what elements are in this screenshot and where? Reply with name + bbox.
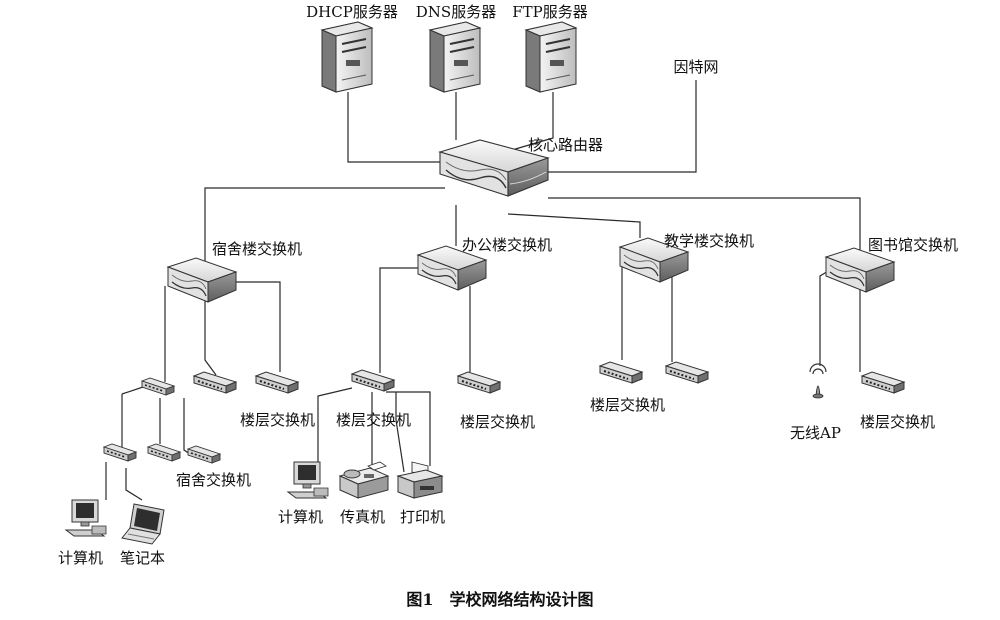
dorm-switch-2: [147, 443, 181, 462]
fax-machine: 传真机: [339, 461, 389, 526]
dorm-switch-1: [103, 443, 137, 462]
dorm-floor-switch-1: [193, 371, 237, 394]
laptop: 笔记本: [120, 503, 165, 567]
office-floor-switch-2: [457, 371, 501, 394]
dhcp-server-label: DHCP服务器: [306, 3, 398, 21]
office-floor-switch-label-1: 楼层交换机: [336, 411, 411, 429]
wireless-ap-label: 无线AP: [790, 424, 841, 442]
laptop-label: 笔记本: [120, 549, 165, 567]
wireless-ap: 无线AP: [790, 363, 841, 442]
dorm-switch-3: [187, 445, 221, 464]
core-router: 核心路由器: [439, 136, 603, 197]
dhcp-server: DHCP服务器: [306, 3, 398, 93]
office-building-switch-label: 办公楼交换机: [462, 236, 552, 254]
dorm-computer: 计算机: [58, 499, 107, 567]
teaching-building-switch: 教学楼交换机: [619, 232, 754, 283]
office-computer-label: 计算机: [278, 508, 323, 526]
teaching-floor-switch-1: [599, 361, 643, 384]
dorm-computer-label: 计算机: [58, 549, 103, 567]
dorm-building-switch: 宿舍楼交换机: [167, 240, 302, 303]
printer-label: 打印机: [400, 508, 445, 526]
office-floor-switch-label-2: 楼层交换机: [460, 413, 535, 431]
dorm-floor-switch-label: 楼层交换机: [240, 411, 315, 429]
library-switch-label: 图书馆交换机: [868, 236, 958, 254]
fax-machine-label: 传真机: [340, 508, 385, 526]
office-computer: 计算机: [278, 461, 329, 526]
dorm-building-switch-label: 宿舍楼交换机: [212, 240, 302, 258]
dorm-floor-switch-2: [255, 371, 299, 394]
dorm-switch-top: [141, 377, 175, 396]
figure-caption: 图1 学校网络结构设计图: [406, 590, 593, 609]
ftp-server-label: FTP服务器: [512, 3, 588, 21]
ftp-server: FTP服务器: [512, 3, 588, 93]
office-floor-switch-1: [351, 369, 395, 392]
dns-server-label: DNS服务器: [416, 3, 496, 21]
dorm-switch-label: 宿舍交换机: [176, 471, 251, 489]
library-floor-switch: [861, 371, 905, 394]
library-floor-switch-label: 楼层交换机: [860, 413, 935, 431]
teaching-building-switch-label: 教学楼交换机: [664, 232, 754, 250]
connection-lines: [105, 80, 861, 501]
office-building-switch: 办公楼交换机: [417, 236, 552, 291]
teaching-floor-switch-2: [665, 361, 709, 384]
printer: 打印机: [397, 461, 445, 526]
teaching-floor-switch-label: 楼层交换机: [590, 396, 665, 414]
internet-label: 因特网: [673, 58, 718, 76]
library-switch: 图书馆交换机: [825, 236, 958, 293]
dns-server: DNS服务器: [416, 3, 496, 93]
core-router-label: 核心路由器: [528, 136, 603, 154]
